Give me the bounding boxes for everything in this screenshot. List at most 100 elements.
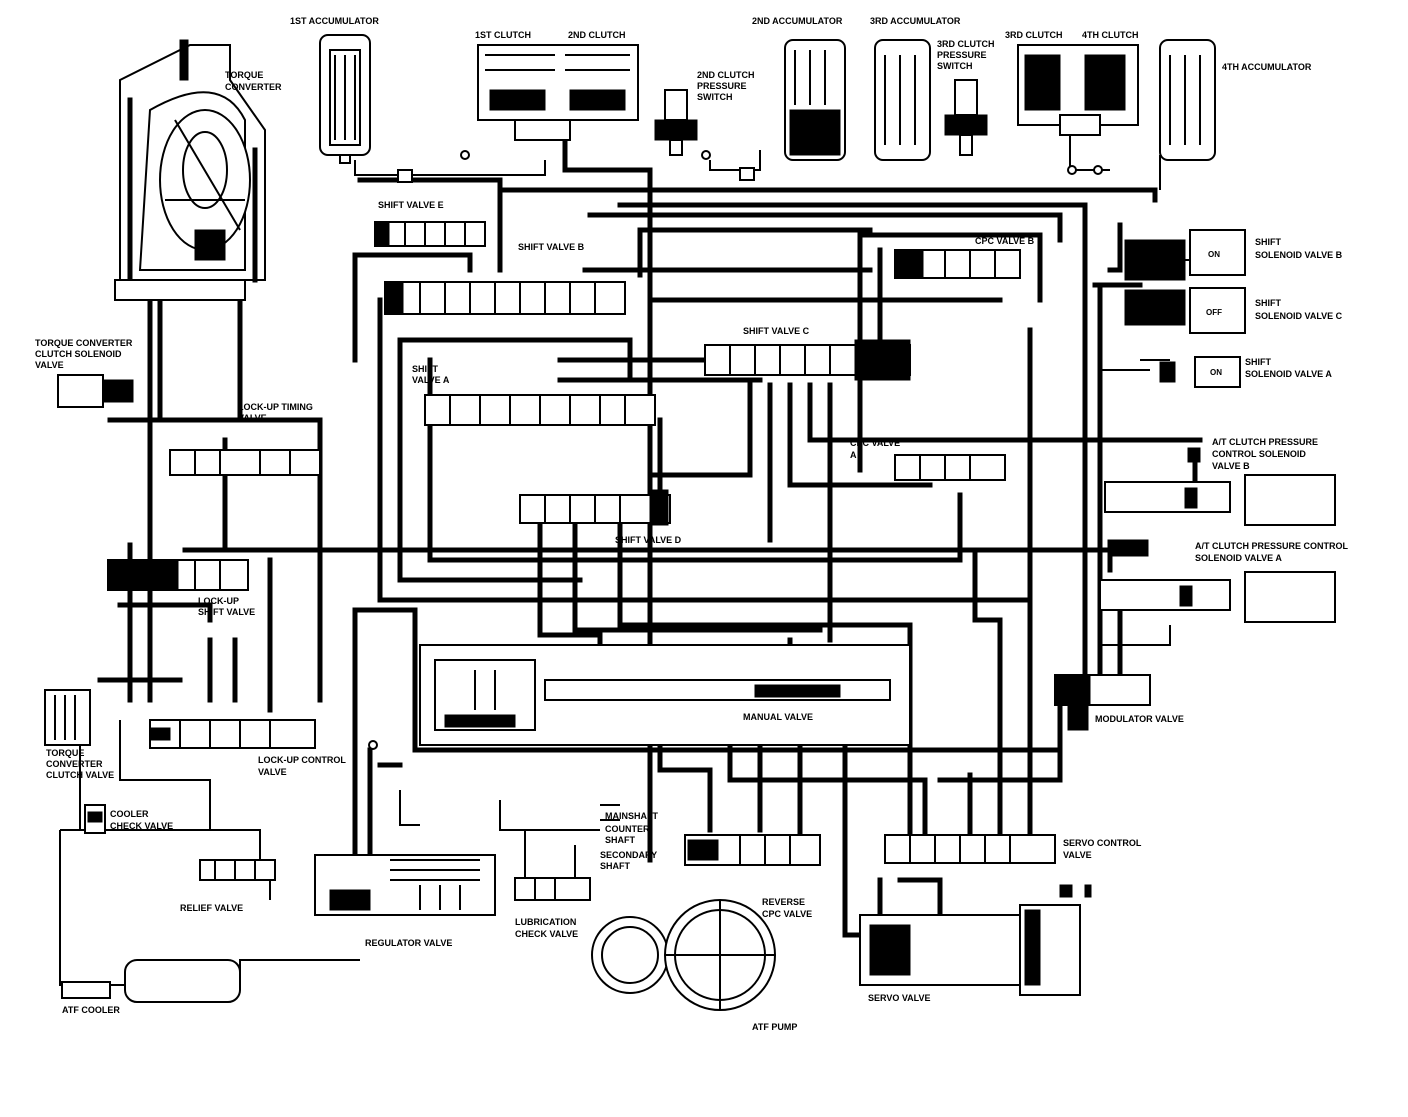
label-lockup-control: LOCK-UP CONTROL — [258, 755, 346, 765]
solenoid-a-state: ON — [1210, 368, 1222, 377]
label-lockup-control-2: VALVE — [258, 767, 287, 777]
modulator-valve — [1054, 674, 1151, 731]
label-reverse-cpc-2: CPC VALVE — [762, 909, 812, 919]
label-lubrication-check: LUBRICATION — [515, 917, 576, 927]
label-2nd-clutch-pressure-switch-3: SWITCH — [697, 92, 733, 102]
label-shift-solenoid-a-2: SOLENOID VALVE A — [1245, 369, 1332, 379]
shift-valve-b — [384, 281, 626, 315]
label-tc-check: TORQUE — [46, 748, 84, 758]
label-mainshaft: MAINSHAFT — [605, 811, 658, 821]
cpc-valve-b — [894, 249, 1021, 279]
lockup-timing-valve — [169, 449, 321, 476]
label-servo-valve: SERVO VALVE — [868, 993, 931, 1003]
shift-solenoid-valve-a: ON — [1159, 356, 1241, 388]
third-accumulator — [874, 39, 931, 161]
label-1st-clutch: 1ST CLUTCH — [475, 30, 531, 40]
first-second-clutch — [477, 44, 639, 141]
label-servo-control-2: VALVE — [1063, 850, 1092, 860]
label-torque-converter-2: CONVERTER — [225, 82, 282, 92]
label-3rd-clutch-pressure-switch-2: PRESSURE — [937, 50, 987, 60]
label-at-clutch-b-3: VALVE B — [1212, 461, 1250, 471]
third-clutch-pressure-switch — [944, 79, 988, 156]
second-accumulator — [784, 39, 846, 161]
labels: 1ST ACCUMULATOR 1ST CLUTCH 2ND CLUTCH 2N… — [35, 16, 1349, 1032]
label-shift-valve-b: SHIFT VALVE B — [518, 242, 585, 252]
label-3rd-clutch-pressure-switch: 3RD CLUTCH — [937, 39, 995, 49]
lubrication-check-valve — [514, 877, 591, 901]
servo-control-valve — [884, 834, 1056, 864]
second-clutch-pressure-switch — [654, 89, 698, 156]
manual-valve — [419, 644, 911, 746]
atf-pump — [591, 899, 776, 1011]
label-2nd-accumulator: 2ND ACCUMULATOR — [752, 16, 843, 26]
label-3rd-clutch-pressure-switch-3: SWITCH — [937, 61, 973, 71]
label-at-clutch-b-2: CONTROL SOLENOID — [1212, 449, 1306, 459]
label-servo-control: SERVO CONTROL — [1063, 838, 1142, 848]
label-shift-solenoid-c: SHIFT — [1255, 298, 1282, 308]
cooler-check-valve — [84, 804, 106, 834]
label-countershaft-2: SHAFT — [605, 835, 635, 845]
label-at-clutch-a: A/T CLUTCH PRESSURE CONTROL — [1195, 541, 1349, 551]
label-countershaft: COUNTER- — [605, 824, 653, 834]
label-cpc-valve-b: CPC VALVE B — [975, 236, 1035, 246]
label-at-clutch-a-2: SOLENOID VALVE A — [1195, 553, 1282, 563]
label-cooler-check-2: CHECK VALVE — [110, 821, 173, 831]
label-4th-accumulator: 4TH ACCUMULATOR — [1222, 62, 1312, 72]
label-1st-accumulator: 1ST ACCUMULATOR — [290, 16, 379, 26]
tcc-solenoid-valve — [57, 374, 134, 408]
relief-valve — [199, 859, 276, 881]
label-shift-valve-c: SHIFT VALVE C — [743, 326, 810, 336]
at-clutch-solenoid-valve-a — [1099, 539, 1336, 623]
torque-converter — [114, 39, 266, 301]
regulator-valve — [314, 854, 496, 916]
label-atf-pump: ATF PUMP — [752, 1022, 797, 1032]
servo-valve — [859, 884, 1092, 996]
cpc-valve-a — [894, 454, 1006, 481]
solenoid-b-state: ON — [1208, 250, 1220, 259]
shift-solenoid-valve-b: ON — [1124, 229, 1246, 281]
atf-cooler — [61, 959, 241, 1003]
label-4th-clutch: 4TH CLUTCH — [1082, 30, 1139, 40]
label-at-clutch-b: A/T CLUTCH PRESSURE — [1212, 437, 1318, 447]
label-lockup-timing: LOCK-UP TIMING — [238, 402, 313, 412]
label-secondary-shaft: SECONDARY — [600, 850, 657, 860]
shift-solenoid-valve-c: OFF — [1124, 287, 1246, 334]
label-2nd-clutch-pressure-switch-2: PRESSURE — [697, 81, 747, 91]
label-2nd-clutch: 2ND CLUTCH — [568, 30, 626, 40]
label-relief-valve: RELIEF VALVE — [180, 903, 243, 913]
label-cpc-valve-a: CPC VALVE — [850, 438, 900, 448]
reverse-cpc-valve — [684, 834, 821, 866]
solenoid-c-state: OFF — [1206, 308, 1222, 317]
label-3rd-clutch: 3RD CLUTCH — [1005, 30, 1063, 40]
shift-valve-d — [519, 489, 671, 526]
label-shift-solenoid-b: SHIFT — [1255, 237, 1282, 247]
tc-check-valve — [44, 689, 91, 746]
label-tc-check-3: CLUTCH VALVE — [46, 770, 114, 780]
label-tcc-solenoid-3: VALVE — [35, 360, 64, 370]
label-lockup-timing-2: VALVE — [238, 413, 267, 423]
label-cpc-valve-a-2: A — [850, 450, 857, 460]
label-shift-solenoid-b-2: SOLENOID VALVE B — [1255, 250, 1343, 260]
label-regulator-valve: REGULATOR VALVE — [365, 938, 452, 948]
label-tcc-solenoid: TORQUE CONVERTER — [35, 338, 133, 348]
shift-valve-c — [704, 339, 911, 381]
label-shift-valve-a: SHIFT — [412, 364, 439, 374]
label-tc-check-2: CONVERTER — [46, 759, 103, 769]
label-shift-valve-a-2: VALVE A — [412, 375, 450, 385]
at-clutch-solenoid-valve-b — [1104, 447, 1336, 526]
label-shift-solenoid-c-2: SOLENOID VALVE C — [1255, 311, 1343, 321]
label-shift-valve-d: SHIFT VALVE D — [615, 535, 682, 545]
label-modulator-valve: MODULATOR VALVE — [1095, 714, 1184, 724]
label-shift-solenoid-a: SHIFT — [1245, 357, 1272, 367]
label-lockup-shift: LOCK-UP — [198, 596, 239, 606]
label-lockup-shift-2: SHIFT VALVE — [198, 607, 255, 617]
label-lubrication-check-2: CHECK VALVE — [515, 929, 578, 939]
shift-valve-a — [424, 394, 656, 426]
label-shift-valve-e: SHIFT VALVE E — [378, 200, 444, 210]
label-cooler-check: COOLER — [110, 809, 149, 819]
label-tcc-solenoid-2: CLUTCH SOLENOID — [35, 349, 122, 359]
first-accumulator — [319, 34, 371, 164]
lockup-shift-valve — [107, 559, 249, 591]
